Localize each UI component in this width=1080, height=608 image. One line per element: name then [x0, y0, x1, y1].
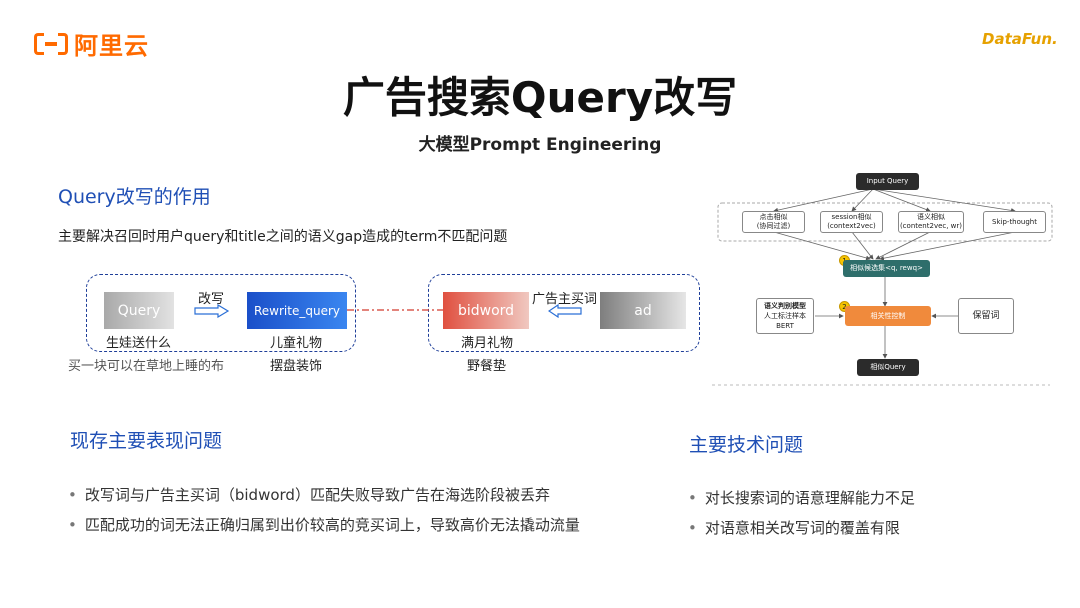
flow-candidate-set: 相似候选集<q, rewq> — [843, 260, 930, 277]
aliyun-logo-icon — [34, 32, 68, 55]
aliyun-logo-text: 阿里云 — [74, 32, 149, 60]
query-box: Query — [104, 292, 174, 329]
flow-relevance-control: 相关性控制 — [845, 306, 931, 326]
query-rewrite-group — [86, 274, 356, 352]
query-example-2: 买一块可以在草地上睡的布 — [68, 359, 225, 374]
tech-section-heading: 主要技术问题 — [689, 434, 804, 456]
ad-box: ad — [600, 292, 686, 329]
datafun-logo: DataFun. — [982, 30, 1058, 48]
query-example-1: 生娃送什么 — [106, 336, 172, 351]
rewrite-arrow-icon — [194, 304, 230, 318]
bidword-ad-group — [428, 274, 700, 352]
aliyun-logo: 阿里云 — [34, 26, 149, 61]
flowchart-connectors — [712, 188, 1053, 386]
ad-arrow-icon — [548, 304, 582, 318]
list-item: •对长搜索词的语意理解能力不足 — [688, 489, 915, 507]
role-section-heading: Query改写的作用 — [58, 186, 211, 208]
flow-branch-semantic: 语义相似(content2vec, wr) — [898, 211, 964, 233]
flow-branch-skip-thought: Skip-thought — [983, 211, 1046, 233]
flow-branch-click: 点击相似(协同过滤) — [742, 211, 805, 233]
problems-section-heading: 现存主要表现问题 — [70, 430, 223, 452]
flow-input-query: Input Query — [856, 173, 919, 190]
match-dash-line — [347, 309, 443, 311]
tech-list: •对长搜索词的语意理解能力不足 •对语意相关改写词的覆盖有限 — [688, 487, 915, 547]
page-title: 广告搜索Query改写 — [342, 73, 738, 122]
rewrite-arrow-label: 改写 — [198, 292, 225, 307]
list-item: •改写词与广告主买词（bidword）匹配失败导致广告在海选阶段被丢弃 — [68, 486, 550, 504]
flow-reserved-words: 保留词 — [958, 298, 1014, 334]
flow-branch-session: session相似(context2vec) — [820, 211, 883, 233]
list-item: •匹配成功的词无法正确归属到出价较高的竞买词上，导致高价无法撬动流量 — [68, 516, 580, 534]
page-subtitle: 大模型Prompt Engineering — [418, 135, 662, 155]
problems-list: •改写词与广告主买词（bidword）匹配失败导致广告在海选阶段被丢弃 •匹配成… — [68, 484, 580, 544]
bidword-example-1: 满月礼物 — [461, 336, 514, 351]
flow-semantic-model: 语义判别模型 人工标注样本 BERT — [756, 298, 814, 334]
rewrite-query-box: Rewrite_query — [247, 292, 347, 329]
rewrite-example-2: 摆盘装饰 — [270, 359, 323, 374]
flow-output-query: 相似Query — [857, 359, 919, 376]
ad-arrow-label: 广告主买词 — [532, 292, 598, 307]
role-section-description: 主要解决召回时用户query和title之间的语义gap造成的term不匹配问题 — [58, 229, 508, 245]
bidword-box: bidword — [443, 292, 529, 329]
list-item: •对语意相关改写词的覆盖有限 — [688, 519, 900, 537]
bidword-example-2: 野餐垫 — [467, 359, 507, 374]
rewrite-example-1: 儿童礼物 — [270, 336, 323, 351]
